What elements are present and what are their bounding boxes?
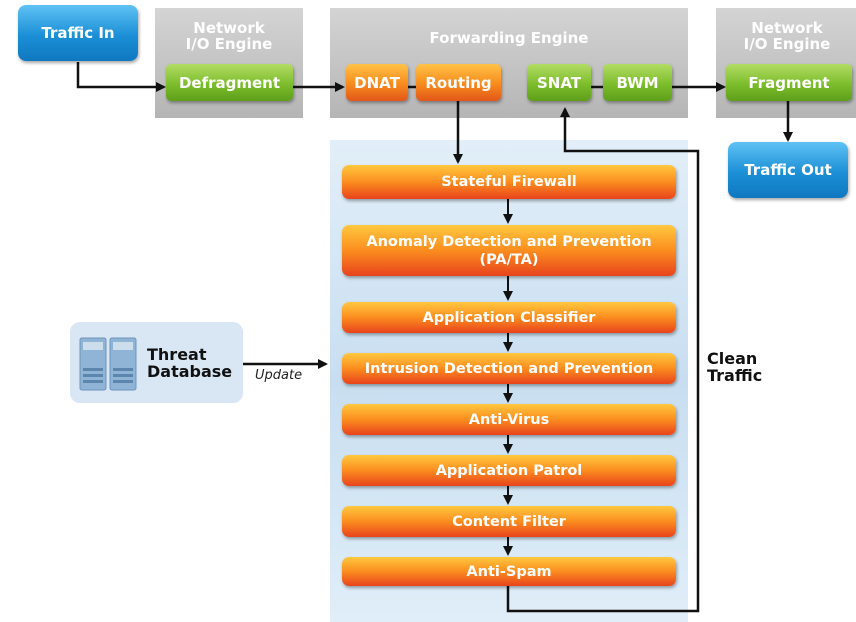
- stage-label: Content Filter: [452, 513, 566, 530]
- defragment-label: Defragment: [178, 73, 281, 92]
- stage-label: Anti-Spam: [466, 563, 552, 580]
- network-io-right-title-1: Network: [751, 19, 823, 37]
- traffic-in-label: Traffic In: [41, 24, 115, 42]
- clean-traffic-label: Clean Traffic: [707, 350, 762, 384]
- routing-box: Routing: [416, 64, 501, 101]
- stage-stateful-firewall: Stateful Firewall: [342, 165, 676, 199]
- stage-label: Intrusion Detection and Prevention: [364, 360, 654, 377]
- threat-label-line2: Database: [147, 362, 233, 381]
- stage-label: Application Patrol: [435, 462, 583, 479]
- stage-application-patrol: Application Patrol: [342, 455, 676, 486]
- dnat-box: DNAT: [346, 64, 408, 101]
- stage-anti-spam: Anti-Spam: [342, 557, 676, 586]
- server-icon: [79, 337, 137, 391]
- snat-label: SNAT: [536, 73, 582, 92]
- stage-content-filter: Content Filter: [342, 506, 676, 537]
- fragment-label: Fragment: [748, 73, 830, 92]
- dnat-label: DNAT: [354, 73, 400, 92]
- threat-database-title: Threat Database: [147, 346, 232, 380]
- update-label: Update: [255, 368, 303, 383]
- defragment-box: Defragment: [166, 64, 293, 101]
- clean-label-line2: Traffic: [707, 366, 763, 385]
- stage-intrusion-detection: Intrusion Detection and Prevention: [342, 353, 676, 384]
- threat-label-line1: Threat: [147, 345, 207, 364]
- routing-label: Routing: [425, 73, 492, 92]
- bwm-label: BWM: [616, 73, 659, 92]
- arrow-clean-traffic-loop: [506, 107, 700, 613]
- arrow-traffic-in-to-defragment: [76, 62, 166, 92]
- forwarding-engine-title: Forwarding Engine: [429, 29, 589, 47]
- threat-database-node: Threat Database: [70, 322, 243, 403]
- traffic-out-label: Traffic Out: [744, 161, 832, 179]
- stage-application-classifier: Application Classifier: [342, 302, 676, 333]
- traffic-in-node: Traffic In: [18, 5, 138, 61]
- stage-anomaly-detection: Anomaly Detection and Prevention (PA/TA): [342, 225, 676, 276]
- fragment-box: Fragment: [726, 64, 852, 101]
- network-io-left-title-2: I/O Engine: [185, 35, 273, 53]
- stage-label: Anomaly Detection and Prevention: [366, 233, 652, 250]
- stage-label: Application Classifier: [422, 309, 596, 326]
- clean-label-line1: Clean: [707, 349, 758, 368]
- traffic-out-node: Traffic Out: [728, 142, 848, 198]
- stage-anti-virus: Anti-Virus: [342, 404, 676, 435]
- bwm-box: BWM: [603, 64, 672, 101]
- network-io-left-title-1: Network: [193, 19, 265, 37]
- stage-label: Anti-Virus: [468, 411, 550, 428]
- stage-sublabel: (PA/TA): [479, 251, 539, 268]
- snat-box: SNAT: [527, 64, 591, 101]
- network-io-right-title-2: I/O Engine: [743, 35, 831, 53]
- stage-label: Stateful Firewall: [441, 174, 577, 190]
